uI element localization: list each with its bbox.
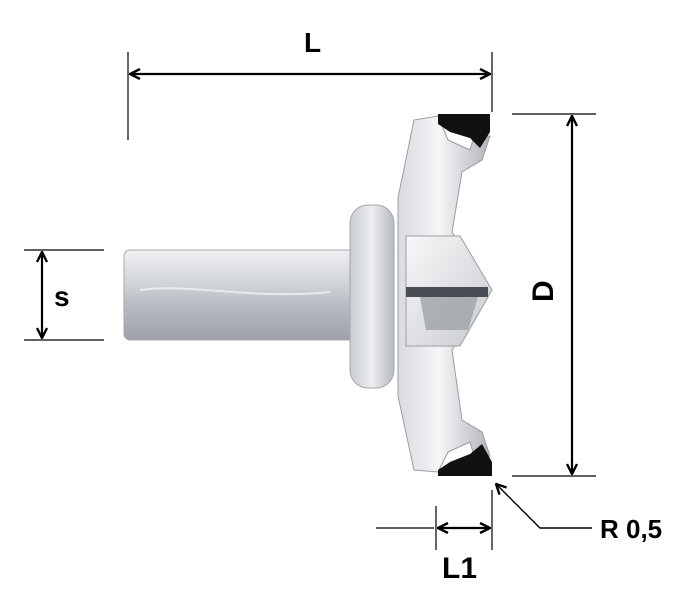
dimension-labels: L s D L1 R 0,5: [54, 27, 662, 585]
dimension-lines: [24, 52, 596, 550]
top-insert: [438, 114, 490, 148]
shank: [123, 249, 361, 341]
label-D: D: [527, 280, 560, 302]
label-R: R 0,5: [600, 514, 662, 544]
label-L1: L1: [442, 552, 477, 585]
center-slot: [406, 287, 488, 297]
collar: [349, 204, 395, 389]
bottom-insert: [438, 444, 492, 476]
label-L: L: [304, 27, 321, 58]
tool-illustration: [123, 114, 493, 476]
dim-R-leader: [496, 484, 592, 529]
label-s: s: [54, 281, 70, 312]
